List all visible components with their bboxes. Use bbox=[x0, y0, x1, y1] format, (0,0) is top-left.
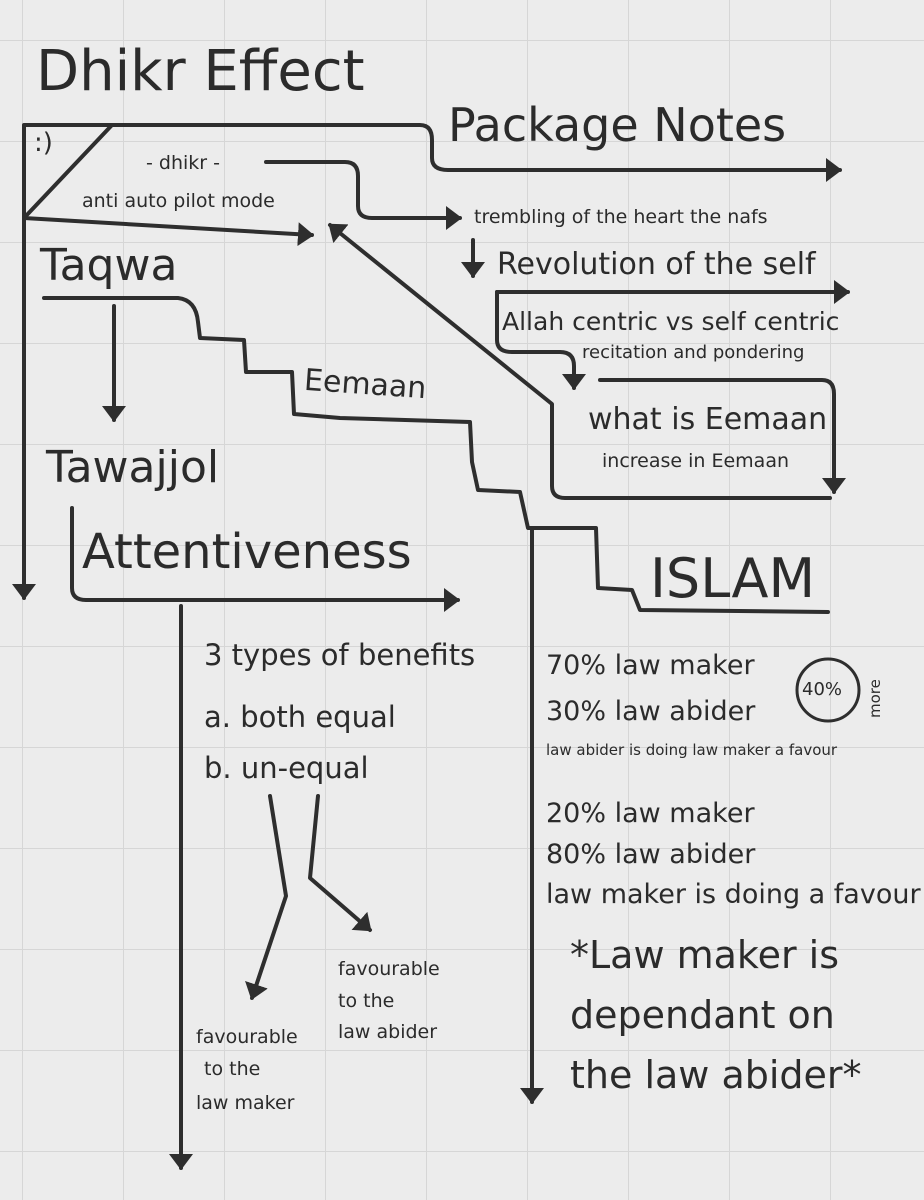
ratio1-note: law abider is doing law maker a favour bbox=[546, 741, 838, 759]
attentiveness-label: Attentiveness bbox=[82, 524, 412, 580]
arrow-to-package-notes bbox=[110, 123, 842, 182]
benefits-heading: 3 types of benefits bbox=[204, 638, 476, 672]
recitation-label: recitation and pondering bbox=[582, 342, 805, 363]
law-maker-branch-line1: favourable bbox=[196, 1026, 298, 1048]
conclusion-line3: the law abider* bbox=[570, 1053, 862, 1097]
revolution-label: Revolution of the self bbox=[497, 247, 816, 282]
law-abider-branch-line1: favourable bbox=[338, 958, 440, 980]
arrow-to-trembling bbox=[264, 160, 462, 230]
arrow-back-to-anti-auto-pilot bbox=[328, 223, 832, 500]
benefit-a: a. both equal bbox=[204, 700, 396, 734]
islam-label: ISLAM bbox=[650, 547, 816, 610]
taqwa-eemaan-islam-staircase bbox=[42, 296, 830, 614]
law-abider-branch-line2: to the bbox=[338, 990, 395, 1012]
percentage-more-label: more bbox=[866, 679, 884, 718]
benefit-b: b. un-equal bbox=[204, 751, 369, 785]
dhikr-label: - dhikr - bbox=[146, 152, 220, 174]
arrow-to-law-maker-branch bbox=[245, 794, 288, 1000]
ratio2-note: law maker is doing a favour bbox=[546, 879, 921, 910]
conclusion-line2: dependant on bbox=[570, 993, 835, 1037]
arrow-to-law-abider-branch bbox=[308, 794, 372, 932]
tawajjol-label: Tawajjol bbox=[46, 442, 220, 493]
ratio2-law-abider: 80% law abider bbox=[546, 839, 756, 870]
ratio1-law-maker: 70% law maker bbox=[546, 650, 755, 681]
page-title: Dhikr Effect bbox=[36, 39, 365, 104]
what-is-eemaan-label: what is Eemaan bbox=[588, 402, 828, 437]
eemaan-label: Eemaan bbox=[302, 362, 428, 407]
taqwa-label: Taqwa bbox=[40, 240, 178, 291]
package-notes-heading: Package Notes bbox=[448, 98, 787, 152]
arrow-to-recitation bbox=[495, 290, 586, 390]
ratio1-law-abider: 30% law abider bbox=[546, 696, 756, 727]
law-maker-branch-line2: to the bbox=[204, 1058, 261, 1080]
conclusion-line1: *Law maker is bbox=[570, 933, 840, 977]
arrow-to-anti-auto-pilot bbox=[22, 216, 314, 247]
trembling-label: trembling of the heart the nafs bbox=[474, 206, 768, 228]
arrow-tawajjol-to-attentiveness bbox=[70, 506, 460, 612]
ratio2-law-maker: 20% law maker bbox=[546, 798, 755, 829]
arrow-to-increase-eemaan bbox=[598, 378, 846, 494]
law-abider-branch-line3: law abider bbox=[338, 1021, 438, 1043]
percentage-badge: 40% bbox=[802, 679, 843, 700]
increase-eemaan-label: increase in Eemaan bbox=[602, 450, 790, 472]
percentage-circle bbox=[795, 657, 861, 723]
smiley-box bbox=[12, 123, 842, 600]
anti-auto-pilot-label: anti auto pilot mode bbox=[82, 190, 275, 212]
smiley-face: :) bbox=[34, 128, 53, 158]
law-maker-branch-line3: law maker bbox=[196, 1092, 295, 1114]
allah-centric-label: Allah centric vs self centric bbox=[502, 307, 840, 336]
